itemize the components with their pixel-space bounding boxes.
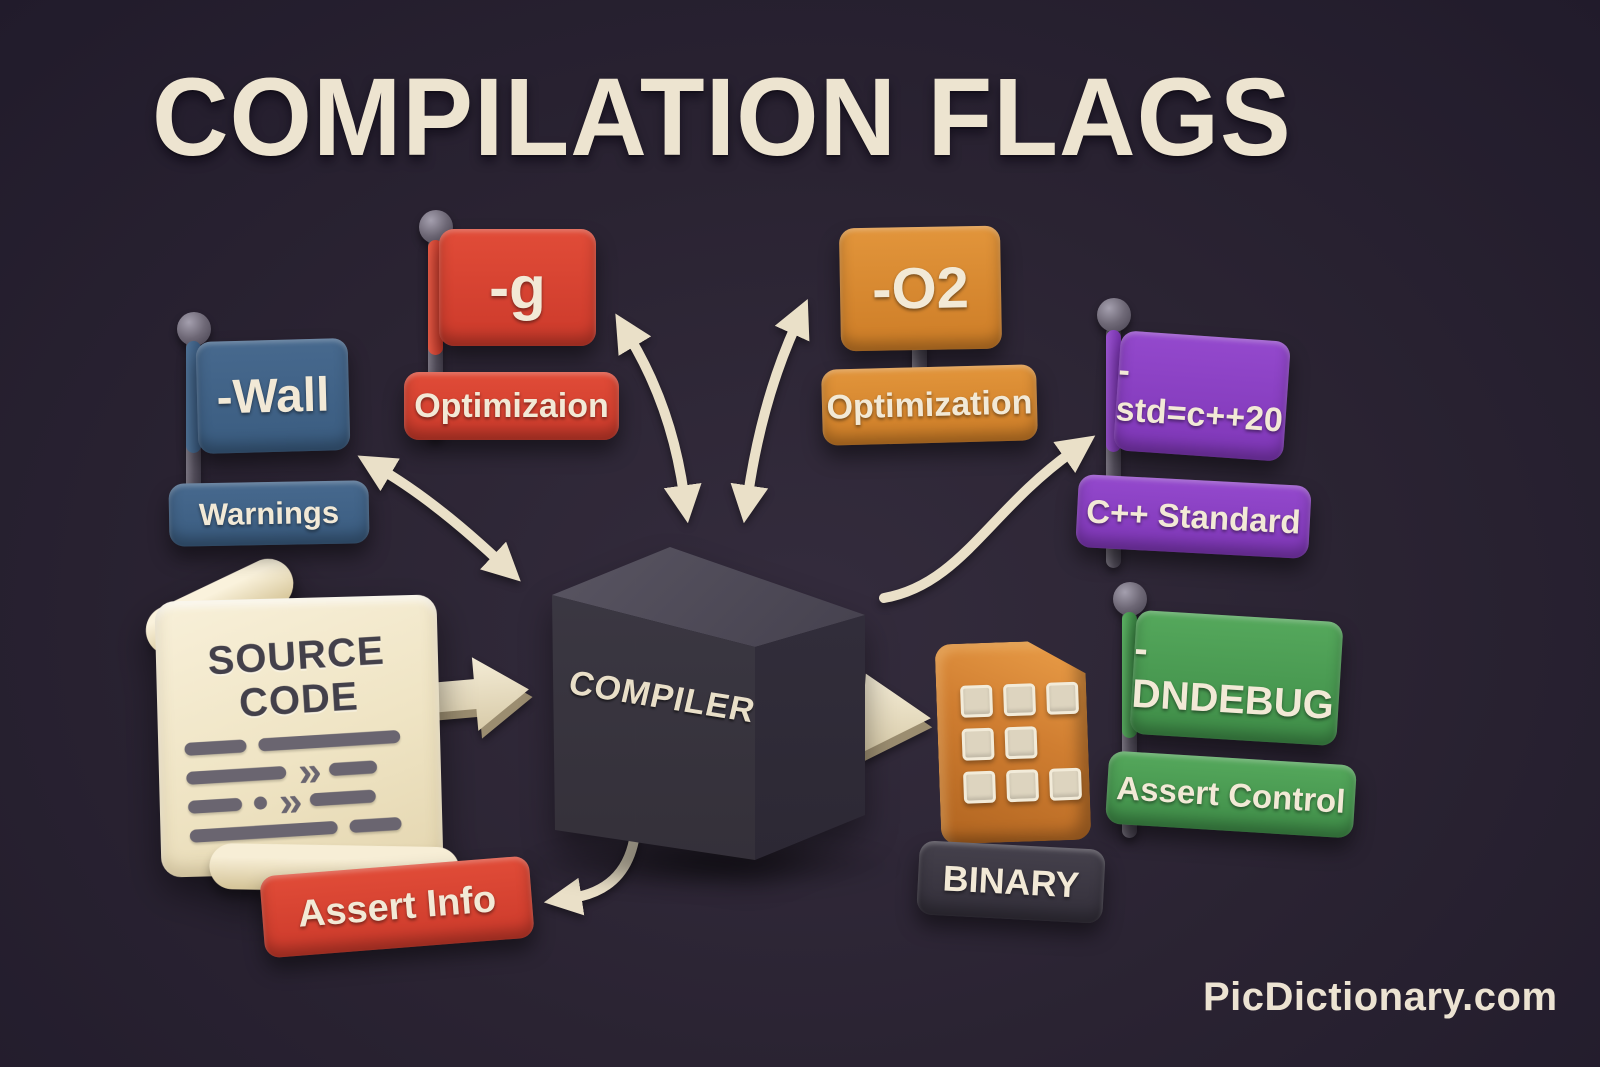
chip-square [1049,768,1082,801]
code-line [189,820,339,843]
arrow-g-compiler [615,313,702,524]
code-line [329,760,378,777]
code-line [309,789,377,807]
std-flag: -std=c++20 [1113,330,1291,462]
code-row: » [185,746,414,796]
arrow-compiler-std [879,435,1096,603]
dndebug-flag-description: Assert Control [1115,768,1347,820]
page-title: COMPILATION FLAGS [152,56,1292,179]
g-flag: -g [439,229,596,346]
code-chevron-icon: » [296,746,319,796]
g-flag-name: -g [489,254,546,321]
chip-grid-icon [960,682,1082,804]
source-code-scroll: SOURCE CODE » » [137,550,460,894]
cube-side-face [755,615,865,860]
code-row [189,816,418,843]
std-flag-label: C++ Standard [1075,473,1312,560]
wall-flag-description: Warnings [198,494,340,532]
chip-square [1004,726,1037,759]
g-flag-description: Optimizaion [414,386,609,425]
dndebug-flag-name: -DNDEBUG [1130,626,1336,728]
arrow-wall-compiler [357,455,521,582]
dndebug-flag: -DNDEBUG [1129,609,1344,747]
o2-flag-description: Optimization [826,382,1033,427]
chip-square [1003,683,1036,716]
dndebug-flag-label: Assert Control [1105,750,1357,839]
g-flag-label: Optimizaion [404,372,619,440]
flag-pole-ball-icon [1113,582,1147,616]
wall-flag-label: Warnings [168,480,370,547]
flag-pole-ball-icon [1097,298,1131,332]
binary-text: BINARY [941,857,1081,906]
compiler-cube: COMPILER [528,528,880,868]
chip-square [1046,682,1079,715]
o2-flag-label: Optimization [821,364,1038,446]
chip-square [963,771,996,804]
o2-flag: -O2 [838,225,1003,352]
binary-label: BINARY [916,840,1106,924]
code-lines-icon: » » [184,729,419,859]
wall-flag: -Wall [195,338,351,454]
arrow-o2-compiler [730,299,810,524]
code-chevron-icon: » [277,777,300,826]
std-flag-name: -std=c++20 [1114,351,1285,440]
flag-pole-ball-icon [177,312,211,346]
code-line [185,765,287,785]
code-line [349,816,402,834]
wall-flag-name: -Wall [215,368,331,424]
chip-square [962,728,995,761]
code-line [184,739,247,756]
std-flag-description: C++ Standard [1085,491,1302,541]
cube-front-face [552,595,755,860]
code-line [187,797,243,814]
source-code-title: SOURCE CODE [154,625,441,730]
assert-info-text: Assert Info [296,877,498,936]
o2-flag-name: -O2 [871,255,970,322]
binary-chip-icon [935,639,1092,844]
chip-square [960,685,993,718]
watermark: PicDictionary.com [1203,975,1558,1019]
chip-square [1006,769,1039,802]
code-dot-icon [253,796,268,810]
